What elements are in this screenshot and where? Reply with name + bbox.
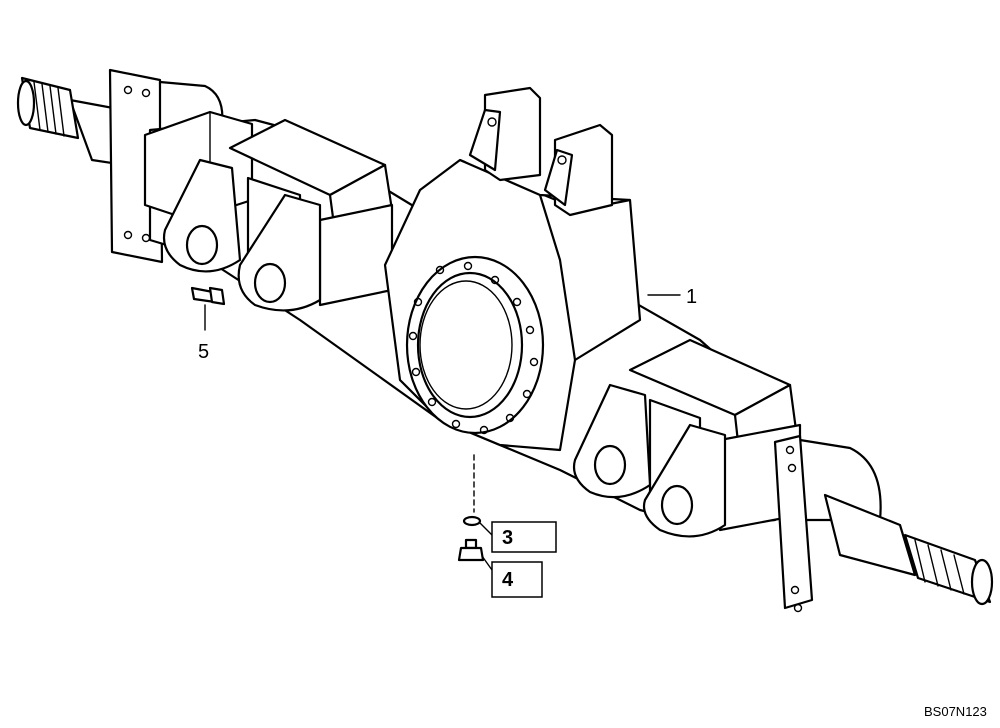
callout-5: 5 (198, 341, 209, 363)
reference-code: BS07N123 (924, 704, 987, 719)
callout-box-3 (491, 521, 557, 553)
part-bolt-5 (190, 286, 226, 306)
part-washer-3 (462, 515, 482, 527)
callout-3: 3 (502, 527, 513, 549)
callout-1: 1 (686, 286, 697, 308)
leader-4 (481, 555, 493, 571)
leader-3 (479, 522, 493, 536)
leader-lines (204, 294, 681, 571)
right-axle-shaft (773, 434, 994, 613)
callout-box-4 (491, 561, 543, 598)
axle-housing (143, 86, 802, 538)
part-plug-4 (457, 538, 485, 562)
flange-bolt-holes (408, 261, 539, 435)
callout-4: 4 (502, 569, 514, 591)
